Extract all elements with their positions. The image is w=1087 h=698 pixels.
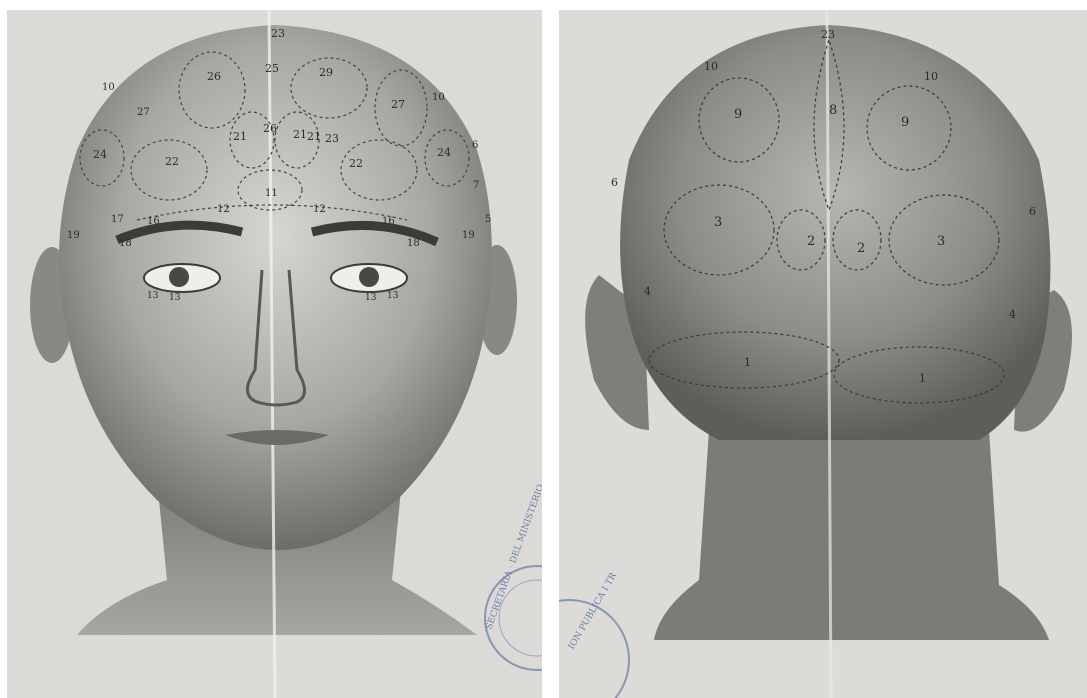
region-number: 13 xyxy=(169,293,181,303)
region-number: 24 xyxy=(93,148,107,161)
region-number: 2 xyxy=(857,241,865,256)
region-number: 24 xyxy=(437,146,451,159)
region-number: 3 xyxy=(937,234,945,249)
region-number: 26 xyxy=(263,122,277,135)
region-number: 19 xyxy=(67,230,80,241)
region-number: 21 xyxy=(293,128,307,141)
region-number: 10 xyxy=(704,60,718,73)
region-number: 27 xyxy=(137,107,150,118)
region-number: 12 xyxy=(217,204,230,215)
phrenology-plate-front: 23 26 25 29 27 21 21 26 21 23 22 22 24 2… xyxy=(7,10,542,698)
region-number: 6 xyxy=(611,176,618,189)
region-number: 13 xyxy=(365,293,377,303)
region-number: 23 xyxy=(325,132,339,145)
region-number: 25 xyxy=(265,62,279,75)
region-number: 22 xyxy=(349,157,363,170)
region-number: 16 xyxy=(382,216,395,227)
region-number: 19 xyxy=(462,230,475,241)
right-iris xyxy=(359,267,379,287)
region-number: 2 xyxy=(807,234,815,249)
region-number: 4 xyxy=(1009,308,1016,321)
region-number: 13 xyxy=(147,291,159,301)
region-number: 11 xyxy=(265,188,278,199)
region-number: 5 xyxy=(485,214,491,225)
region-number: 12 xyxy=(313,204,326,215)
region-number: 4 xyxy=(644,285,651,298)
phrenology-plate-back: 23 10 10 9 9 8 6 6 3 3 2 2 4 4 1 1 ION P… xyxy=(559,10,1087,698)
region-number: 18 xyxy=(407,238,420,249)
region-number: 27 xyxy=(391,98,405,111)
region-number: 21 xyxy=(307,130,321,143)
region-number: 1 xyxy=(744,356,751,369)
region-number: 10 xyxy=(432,92,445,103)
region-number: 17 xyxy=(111,214,124,225)
region-number: 10 xyxy=(102,82,115,93)
region-number: 21 xyxy=(233,130,247,143)
region-number: 9 xyxy=(901,115,909,130)
region-number: 1 xyxy=(919,372,926,385)
region-number: 10 xyxy=(924,70,938,83)
back-head-illustration: 23 10 10 9 9 8 6 6 3 3 2 2 4 4 1 1 ION P… xyxy=(559,10,1087,698)
region-number: 13 xyxy=(387,291,399,301)
region-number: 9 xyxy=(734,107,742,122)
region-number: 6 xyxy=(1029,205,1036,218)
region-number: 29 xyxy=(319,66,333,79)
region-number: 6 xyxy=(472,140,478,151)
region-number: 7 xyxy=(473,180,479,191)
region-number: 23 xyxy=(821,28,835,41)
region-number: 26 xyxy=(207,70,221,83)
front-head-illustration: 23 26 25 29 27 21 21 26 21 23 22 22 24 2… xyxy=(7,10,542,698)
head-outline xyxy=(620,25,1050,440)
region-number: 16 xyxy=(147,216,160,227)
left-iris xyxy=(169,267,189,287)
region-number: 23 xyxy=(271,27,285,40)
region-number: 18 xyxy=(119,238,132,249)
region-number: 3 xyxy=(714,215,722,230)
region-number: 22 xyxy=(165,155,179,168)
region-number: 8 xyxy=(829,103,837,118)
neck xyxy=(654,430,1049,640)
